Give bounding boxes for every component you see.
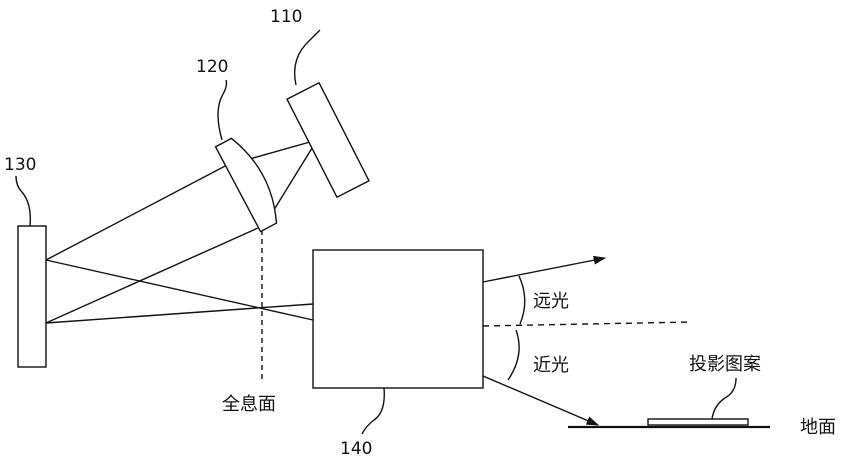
low-beam-label: 近光 [533,355,569,376]
light-rays [45,139,318,324]
high-beam-angle-arc [518,275,526,325]
high-beam-arrow [482,255,607,283]
high-beam-label: 远光 [533,291,569,312]
slm-element-110 [286,81,370,199]
leader-110 [293,29,321,86]
ray-lens-to-mirror-top [45,163,230,261]
leader-120 [217,79,228,141]
ray-mirror-to-box-cross-2 [45,303,314,324]
label-120: 120 [196,57,228,77]
projected-pattern-rect [647,418,749,426]
leader-projected-pattern [711,377,737,420]
low-beam-arrow [482,375,600,426]
label-110: 110 [270,7,302,27]
leader-140 [361,387,385,435]
low-beam-angle-arc [507,329,520,381]
leader-130 [15,175,32,227]
ray-slm-to-lens-top [245,139,318,161]
mirror-element-130 [17,225,47,368]
projected-pattern-label: 投影图案 [689,354,761,375]
label-130: 130 [4,155,36,175]
projector-box-140 [312,249,484,389]
hologram-plane-label: 全息面 [222,394,276,415]
ray-lens-to-mirror-bottom [45,227,259,324]
optical-axis-line [482,321,693,327]
ray-mirror-to-box-cross-1 [45,259,314,321]
lens-element-120 [214,137,278,233]
label-140: 140 [340,439,372,459]
ground-label: 地面 [800,417,836,438]
